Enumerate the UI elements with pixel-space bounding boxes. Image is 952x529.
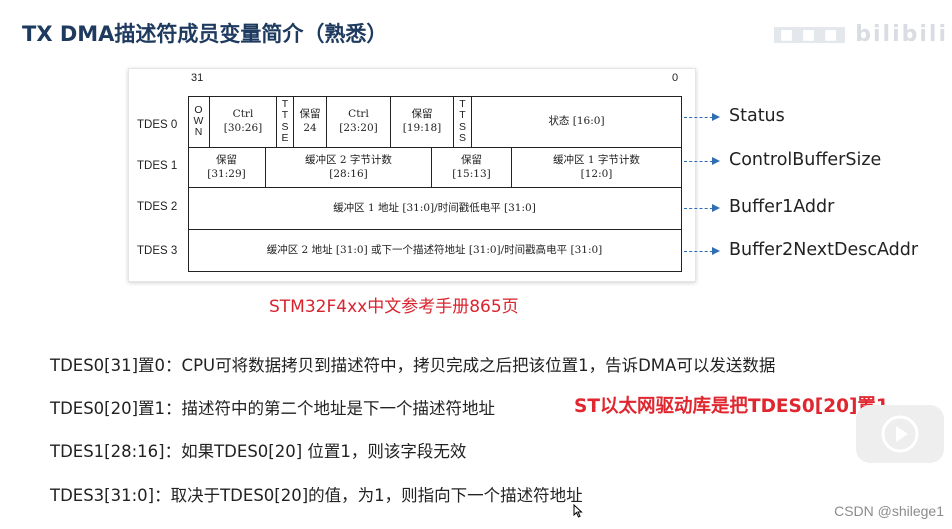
row-label-tdes2: TDES 2 bbox=[137, 201, 178, 213]
field-buffer2-next-desc-addr: Buffer2NextDescAddr bbox=[729, 240, 919, 260]
descriptor-grid bbox=[188, 96, 682, 272]
bilibili-watermark: ■ ■ ■bilibili bbox=[773, 22, 948, 47]
watermark-block-icon: ■ ■ ■ bbox=[773, 27, 846, 43]
field-control-buffer-size: ControlBufferSize bbox=[729, 150, 882, 170]
tdes1-buffer1-count-cell: 缓冲区 1 字节计数[12:0] bbox=[512, 148, 682, 188]
bit-low-label: 0 bbox=[672, 72, 679, 84]
arrow-buffer1-addr bbox=[684, 203, 720, 212]
figure-caption: STM32F4xx中文参考手册865页 bbox=[269, 297, 519, 317]
field-buffer1-addr: Buffer1Addr bbox=[729, 197, 835, 217]
tdes0-ctrl-b-cell: Ctrl[23:20] bbox=[327, 96, 391, 148]
arrow-status bbox=[684, 112, 720, 121]
tdes0-status-cell: 状态 [16:0] bbox=[472, 96, 682, 148]
row-label-tdes0: TDES 0 bbox=[137, 119, 178, 131]
tdes0-ctrl-a-cell: Ctrl[30:26] bbox=[210, 96, 277, 148]
tdes2-cell: 缓冲区 1 地址 [31:0]/时间戳低电平 [31:0] bbox=[188, 188, 682, 230]
row-label-tdes1: TDES 1 bbox=[137, 160, 178, 172]
tdes1-reserved-a-cell: 保留[31:29] bbox=[188, 148, 266, 188]
note-line-4: TDES3[31:0]：取决于TDES0[20]的值，为1，则指向下一个描述符地… bbox=[50, 486, 583, 505]
arrow-control-buffer-size bbox=[684, 156, 720, 165]
note-line-2: TDES0[20]置1：描述符中的第二个地址是下一个描述符地址 bbox=[50, 399, 496, 418]
page-title: TX DMA描述符成员变量简介（熟悉） bbox=[22, 22, 388, 46]
tdes0-reserved-b-cell: 保留[19:18] bbox=[391, 96, 454, 148]
play-button[interactable] bbox=[856, 405, 944, 463]
tdes1-reserved-b-cell: 保留[15:13] bbox=[432, 148, 512, 188]
row-label-tdes3: TDES 3 bbox=[137, 245, 178, 257]
note-line-1: TDES0[31]置0：CPU可将数据拷贝到描述符中，拷贝完成之后把该位置1，告… bbox=[50, 356, 776, 375]
csdn-watermark: CSDN @shilege1 bbox=[834, 503, 944, 519]
play-icon bbox=[881, 415, 919, 453]
tdes3-cell: 缓冲区 2 地址 [31:0] 或下一个描述符地址 [31:0]/时间戳高电平 … bbox=[188, 230, 682, 272]
note-line-3: TDES1[28:16]：如果TDES0[20] 位置1，则该字段无效 bbox=[50, 442, 467, 461]
highlight-note: ST以太网驱动库是把TDES0[20]置1 bbox=[574, 396, 889, 417]
mouse-cursor-icon bbox=[573, 504, 583, 518]
tdes1-buffer2-count-cell: 缓冲区 2 字节计数[28:16] bbox=[266, 148, 432, 188]
arrow-buffer2-next-desc-addr bbox=[684, 246, 720, 255]
field-status: Status bbox=[729, 106, 785, 126]
bit-high-label: 31 bbox=[191, 72, 204, 84]
